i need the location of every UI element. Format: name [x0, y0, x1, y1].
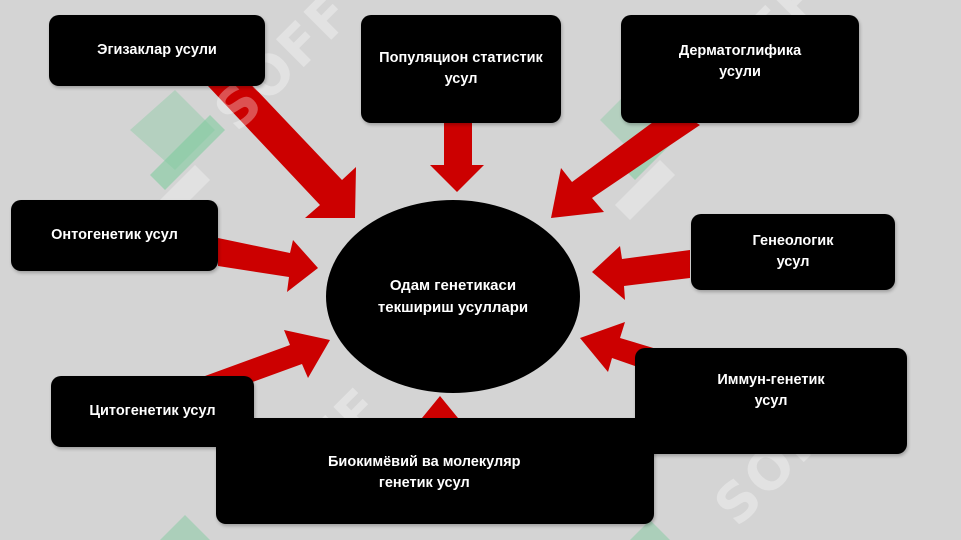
- method-label-twins: Эгизаклар усули: [97, 42, 217, 58]
- method-box-genealogical: Генеологик усул: [691, 214, 895, 290]
- arrow-dermatoglyphics: [551, 108, 700, 218]
- method-label-ontogenetic: Онтогенетик усул: [51, 227, 178, 243]
- method-label-dermatoglyphics: Дерматоглифика усули: [678, 43, 802, 80]
- method-label-cytogenetic: Цитогенетик усул: [89, 403, 216, 419]
- method-box-dermatoglyphics: Дерматоглифика усули: [621, 15, 859, 123]
- arrow-ontogenetic: [218, 238, 318, 292]
- method-box-ontogenetic: Онтогенетик усул: [11, 200, 218, 271]
- center-topic-ellipse: Одам генетикаси текшириш усуллари: [326, 200, 580, 393]
- arrow-biochemical: [422, 396, 458, 418]
- method-box-immunogenetic: Иммун-генетик усул: [635, 348, 907, 454]
- center-topic-label: Одам генетикаси текшириш усуллари: [377, 276, 529, 316]
- method-label-biochemical: Биокимёвий ва молекуляр генетик усул: [328, 454, 521, 491]
- method-label-genealogical: Генеологик усул: [752, 233, 834, 270]
- arrow-twins: [175, 62, 356, 218]
- method-label-immunogenetic: Иммун-генетик усул: [717, 372, 825, 409]
- watermark-logo-3: [160, 515, 210, 540]
- method-box-twins: Эгизаклар усули: [49, 15, 265, 86]
- method-label-population: Популяцион статистик усул: [379, 50, 543, 87]
- arrow-genealogical: [592, 246, 690, 300]
- method-box-biochemical: Биокимёвий ва молекуляр генетик усул: [216, 418, 654, 524]
- arrow-population: [430, 122, 484, 192]
- method-box-population: Популяцион статистик усул: [361, 15, 561, 123]
- watermark-logo-4: [630, 520, 670, 540]
